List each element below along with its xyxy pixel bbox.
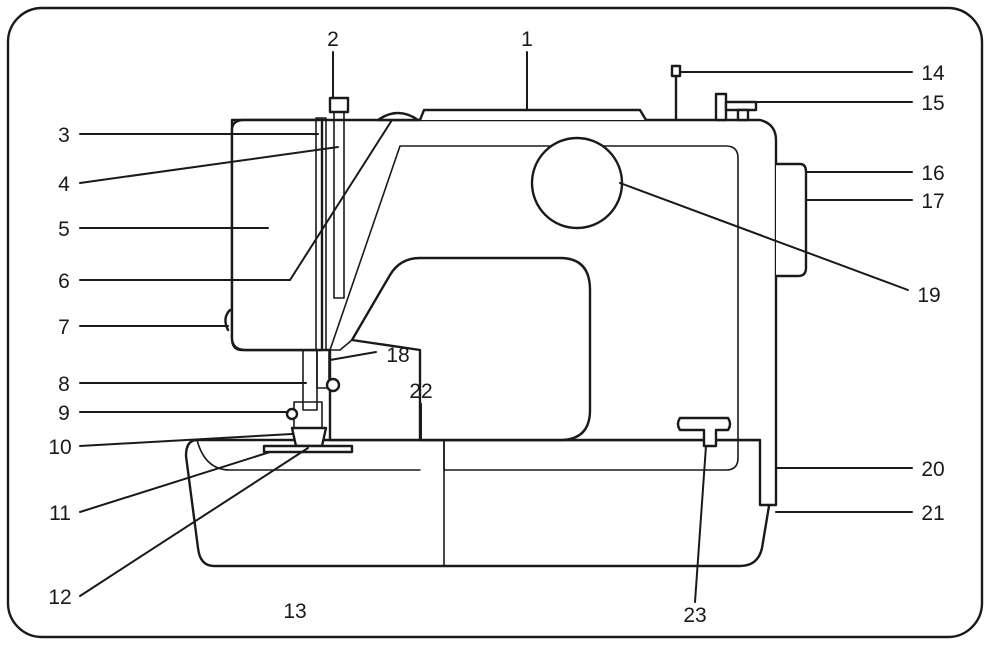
leader-19 xyxy=(619,182,909,291)
presser-foot-screw xyxy=(285,407,299,421)
callout-15: 15 xyxy=(921,92,944,115)
callout-4: 4 xyxy=(58,173,70,196)
presser-bar xyxy=(316,349,330,389)
machine-base xyxy=(184,438,772,568)
leader-12 xyxy=(79,447,309,597)
callout-18: 18 xyxy=(386,344,409,367)
leader-10 xyxy=(79,433,293,447)
callout-2: 2 xyxy=(327,28,339,51)
bobbin-winder-stop xyxy=(736,108,750,122)
callout-11: 11 xyxy=(49,502,71,525)
top-cover xyxy=(418,108,648,122)
callout-1: 1 xyxy=(521,28,533,51)
thread-guide-top xyxy=(328,96,350,114)
callout-17: 17 xyxy=(921,190,944,213)
handwheel xyxy=(774,162,808,278)
thread-cutter xyxy=(224,308,232,332)
callout-6: 6 xyxy=(58,270,70,293)
leader-18 xyxy=(329,351,377,361)
bed-contour xyxy=(196,439,421,471)
needle-clamp xyxy=(302,349,318,411)
callout-16: 16 xyxy=(921,162,944,185)
callout-7: 7 xyxy=(58,316,70,339)
callout-21: 21 xyxy=(921,502,944,525)
callout-23: 23 xyxy=(683,604,706,627)
callout-22: 22 xyxy=(409,380,432,403)
leader-4 xyxy=(79,146,339,184)
sewing-machine-illustration xyxy=(184,64,808,568)
tension-cap xyxy=(376,111,420,122)
leader-lines xyxy=(79,51,913,603)
callout-14: 14 xyxy=(921,62,945,85)
callout-labels: 1 2 3 4 5 6 7 8 9 10 11 12 13 14 15 16 1… xyxy=(48,28,945,627)
leader-6 xyxy=(79,119,393,281)
callout-12: 12 xyxy=(48,586,71,609)
callout-13: 13 xyxy=(283,600,306,623)
bobbin-winder-post xyxy=(714,92,728,122)
callout-8: 8 xyxy=(58,373,70,396)
callout-19: 19 xyxy=(917,284,940,307)
leader-11 xyxy=(79,451,271,513)
stitch-selector-dial xyxy=(530,136,624,230)
leader-23 xyxy=(694,445,707,603)
presser-screw xyxy=(325,377,341,393)
frame-border xyxy=(6,6,984,639)
face-cover xyxy=(230,118,324,352)
callout-3: 3 xyxy=(58,124,70,147)
callout-9: 9 xyxy=(58,402,70,425)
presser-foot xyxy=(290,426,328,448)
reverse-lever xyxy=(676,416,732,448)
arm-opening xyxy=(350,256,592,442)
callout-20: 20 xyxy=(921,458,944,481)
spool-pin-cap xyxy=(670,64,682,78)
bobbin-winder-arm xyxy=(724,100,758,112)
callout-10: 10 xyxy=(48,436,71,459)
callout-5: 5 xyxy=(58,218,70,241)
